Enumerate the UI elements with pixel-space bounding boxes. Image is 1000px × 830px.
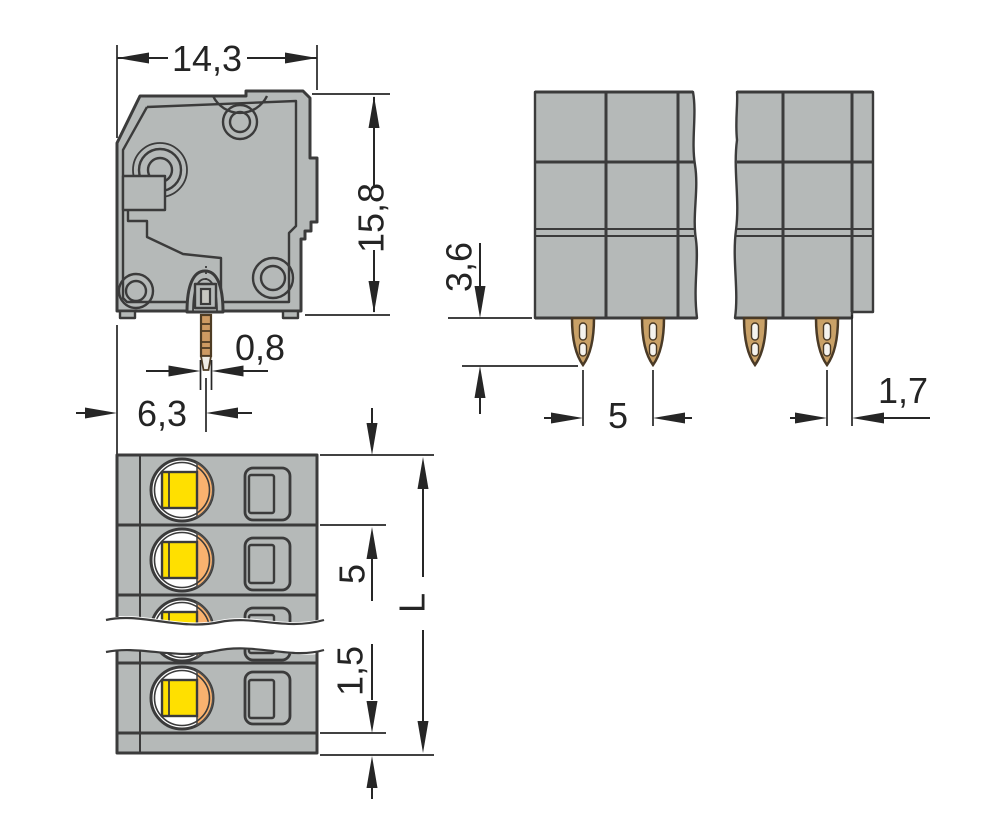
front-pin <box>570 316 596 368</box>
side-solder-pin <box>199 313 213 371</box>
side-ring-bottom-left-outer <box>117 272 155 310</box>
top-view: 5 1,5 L <box>104 408 434 799</box>
side-body-outline <box>115 89 319 313</box>
dim-front-end-offset: 1,7 <box>790 315 930 426</box>
wire-entry-port <box>243 536 292 592</box>
dim-label-front-pin-length: 3,6 <box>439 242 480 292</box>
dim-label-side-pin-offset: 6,3 <box>137 393 187 434</box>
front-left-block <box>533 90 699 320</box>
wire-entry-port <box>243 670 292 726</box>
side-left-recess <box>121 174 167 212</box>
top-block-body <box>115 453 319 755</box>
dim-front-pitch: 5 <box>544 370 692 436</box>
side-ring-top-center-outer <box>221 103 259 141</box>
dim-side-pin-offset: 6,3 <box>76 325 252 455</box>
push-button <box>160 678 199 718</box>
front-pins <box>570 316 840 368</box>
wire-entry-port <box>243 466 292 522</box>
front-view: 3,6 5 1,7 <box>439 90 930 436</box>
top-pole <box>149 665 292 731</box>
side-pocket-steps <box>126 210 223 302</box>
dim-label-top-pitch: 5 <box>332 564 373 584</box>
top-pole <box>149 527 292 593</box>
side-foot-left <box>118 309 137 320</box>
dim-label-side-pin-width: 0,8 <box>235 327 285 368</box>
dim-top-pitch: 5 <box>320 408 386 601</box>
dim-side-pin-width: 0,8 <box>146 327 285 390</box>
dim-label-front-pitch: 5 <box>608 395 628 436</box>
dim-top-total-length: L <box>320 454 434 756</box>
clamp-spring <box>196 461 214 519</box>
front-pin <box>742 316 768 368</box>
clamp-spring <box>196 531 214 589</box>
push-button <box>160 540 199 580</box>
side-view: 14,3 <box>76 38 392 455</box>
front-pin <box>814 316 840 368</box>
push-button <box>160 470 199 510</box>
clamp-spring <box>196 669 214 727</box>
side-ring-bottom-right-inner <box>259 264 287 292</box>
dim-side-width: 14,3 <box>116 38 318 138</box>
front-right-block <box>733 90 875 320</box>
dim-side-height: 15,8 <box>305 93 392 316</box>
dim-front-pin-length: 3,6 <box>439 242 578 414</box>
side-pin-holder-slot <box>199 287 212 306</box>
dim-label-top-end-offset: 1,5 <box>330 646 371 696</box>
dim-label-side-width: 14,3 <box>172 38 242 79</box>
dim-label-top-total-length: L <box>392 593 433 613</box>
side-ring-top-center-inner <box>228 110 252 134</box>
side-ring-bottom-right-outer <box>251 256 295 300</box>
front-pin <box>640 316 666 368</box>
dim-label-side-height: 15,8 <box>351 183 392 253</box>
side-foot-right <box>281 309 300 320</box>
dim-top-end-offset: 1,5 <box>320 644 386 799</box>
dim-label-front-end-offset: 1,7 <box>878 370 928 411</box>
top-break-band <box>104 615 326 656</box>
side-inner-wall <box>121 99 298 304</box>
top-pole <box>149 457 292 523</box>
side-ring-bottom-left-inner <box>124 279 148 303</box>
